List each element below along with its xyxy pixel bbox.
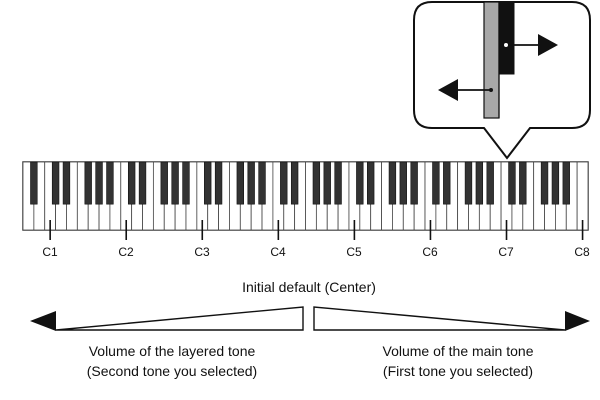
slider-arrow-right [504, 34, 558, 56]
main-tone-caption-line2: (First tone you selected) [383, 363, 533, 379]
slider-arrow-left [438, 79, 493, 101]
black-key [410, 161, 418, 205]
black-key [171, 161, 179, 205]
black-key [280, 161, 288, 205]
black-key [334, 161, 342, 205]
arrow-left-icon [30, 311, 56, 331]
black-key [367, 161, 375, 205]
layered-tone-caption-line1: Volume of the layered tone [89, 343, 256, 359]
octave-label-c6: C6 [422, 245, 438, 259]
arrow-right-icon [538, 34, 558, 56]
octave-ticks [49, 220, 584, 240]
black-key [356, 161, 364, 205]
octave-label-c4: C4 [270, 245, 286, 259]
black-key [551, 161, 560, 205]
black-key [182, 161, 190, 205]
black-key [30, 161, 38, 205]
black-key [399, 161, 407, 205]
black-key [247, 161, 255, 205]
black-key [443, 161, 451, 205]
slider-callout [413, 1, 591, 160]
black-key [214, 161, 223, 205]
octave-label-c5: C5 [346, 245, 362, 259]
layered-volume-wedge [55, 306, 304, 331]
arrow-left-icon [438, 79, 458, 101]
octave-label-c8: C8 [574, 245, 590, 259]
main-tone-caption: Volume of the main tone (First tone you … [383, 343, 534, 379]
black-key [62, 161, 71, 205]
black-key [323, 161, 331, 205]
black-key [540, 161, 549, 205]
arrow-right-icon [565, 311, 590, 331]
black-key [486, 161, 494, 205]
black-key [519, 161, 527, 205]
black-key [388, 161, 397, 205]
black-key [312, 161, 321, 205]
main-tone-caption-line1: Volume of the main tone [383, 343, 534, 359]
layered-tone-caption-line2: (Second tone you selected) [87, 363, 257, 379]
initial-default-caption: Initial default (Center) [242, 279, 376, 295]
black-key [95, 161, 103, 205]
white-key [576, 161, 589, 231]
black-key [84, 161, 92, 205]
main-volume-wedge [313, 306, 566, 331]
black-key [204, 161, 212, 205]
octave-label-c3: C3 [194, 245, 210, 259]
piano-keyboard [22, 161, 589, 231]
black-key [475, 161, 484, 205]
black-key [464, 161, 473, 205]
octave-label-c7: C7 [498, 245, 514, 259]
slider-track-right [498, 1, 515, 75]
black-key [106, 161, 114, 205]
layered-tone-caption: Volume of the layered tone (Second tone … [87, 343, 257, 379]
black-key [290, 161, 299, 205]
black-key [236, 161, 244, 205]
octave-label-c2: C2 [118, 245, 134, 259]
balance-slider [483, 1, 515, 119]
black-key [432, 161, 440, 205]
black-key [138, 161, 147, 205]
black-key [562, 161, 570, 205]
black-key [258, 161, 266, 205]
black-key [508, 161, 516, 205]
slider-track-left [483, 1, 500, 119]
octave-labels: C1 C2 C3 C4 C5 C6 C7 C8 [42, 245, 590, 259]
black-key [127, 161, 136, 205]
black-key [51, 161, 60, 205]
black-key [160, 161, 168, 205]
balance-indicator [30, 306, 590, 331]
octave-label-c1: C1 [42, 245, 58, 259]
